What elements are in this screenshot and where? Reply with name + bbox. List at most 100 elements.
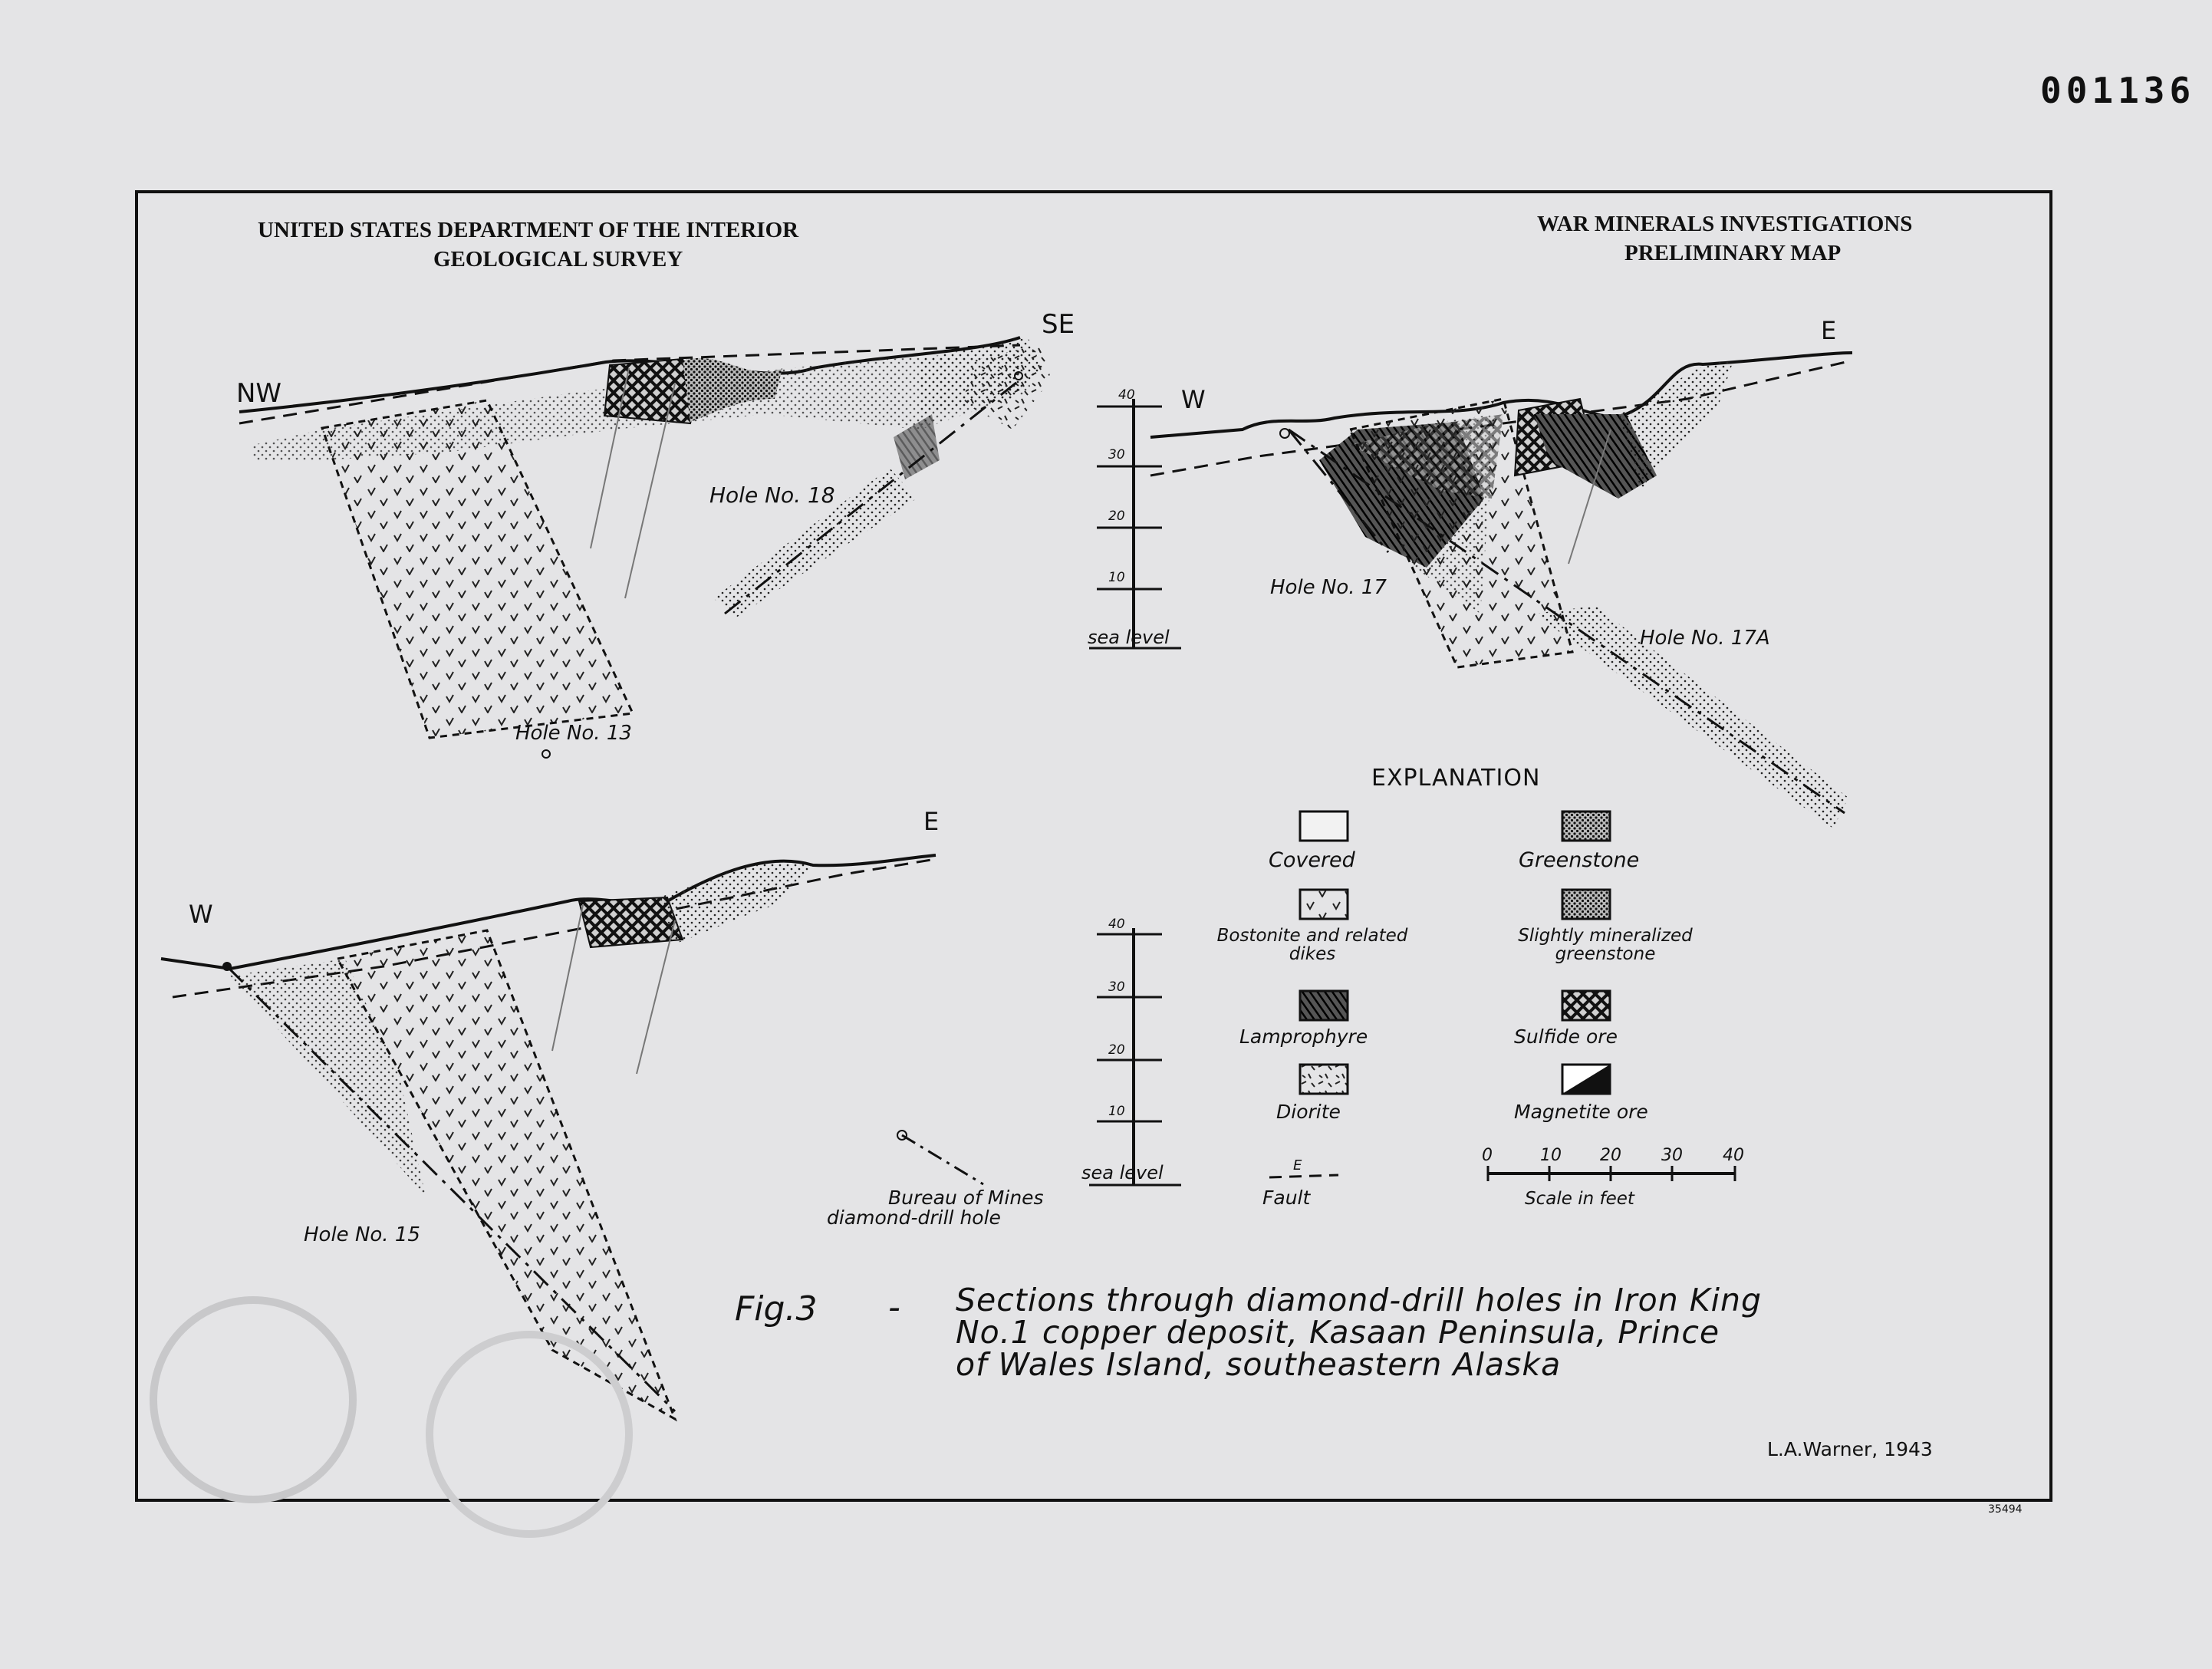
bostonite-dike — [321, 399, 635, 739]
drill-hole-18 — [724, 378, 1021, 615]
drill-collar — [1279, 428, 1290, 439]
direction-label: W — [189, 900, 213, 929]
hole-label: Hole No. 18 — [709, 482, 835, 508]
direction-label: E — [1821, 316, 1837, 345]
sulfide-ore-body — [603, 357, 696, 425]
scale-base-label: sea level — [1081, 1162, 1164, 1183]
caption-line-1: Sections through diamond-drill holes in … — [956, 1282, 1763, 1318]
hscale-tick: 30 — [1661, 1146, 1683, 1165]
direction-label: SE — [1042, 309, 1075, 340]
direction-label: W — [1181, 385, 1206, 414]
section-hole-15 — [160, 854, 936, 1422]
hole-label: Hole No. 15 — [304, 1223, 420, 1246]
mineralized-greenstone-swatch — [1561, 888, 1611, 920]
series-line-1: WAR MINERALS INVESTIGATIONS — [1537, 212, 1913, 236]
scale-tick-label: 20 — [1108, 1042, 1125, 1058]
legend-label-diorite: Diorite — [1276, 1101, 1341, 1123]
vertical-scale-lower — [1089, 928, 1181, 1187]
bedrock-surface — [239, 344, 1021, 425]
hole-label: Hole No. 17A — [1640, 627, 1770, 650]
greenstone-swatch — [1561, 810, 1611, 842]
faded-stamp — [150, 1296, 357, 1503]
agency-line-2: GEOLOGICAL SURVEY — [433, 247, 683, 272]
drill-hole-15 — [227, 966, 676, 1413]
legend-label-magnetite-ore: Magnetite ore — [1514, 1101, 1648, 1123]
map-border — [135, 190, 2052, 1502]
section-hole-17 — [1150, 351, 1853, 828]
lamprophyre-body — [894, 414, 940, 479]
fault-label: Fault — [1262, 1187, 1311, 1209]
legend-label-greenstone: Greenstone — [1519, 848, 1640, 872]
legend-label-mineralized-greenstone: Slightly mineralized greenstone — [1518, 926, 1693, 965]
direction-label: E — [923, 807, 940, 836]
scale-tick-label: 30 — [1108, 979, 1125, 995]
greenstone-body — [1618, 360, 1733, 491]
figure-label: Fig.3 — [735, 1289, 818, 1328]
greenstone-dike — [1534, 606, 1848, 828]
hscale-tick: 20 — [1600, 1146, 1621, 1165]
hole-label: Hole No. 13 — [515, 722, 632, 745]
agency-line-1: UNITED STATES DEPARTMENT OF THE INTERIOR — [258, 218, 799, 242]
drill-collar — [222, 962, 232, 971]
greenstone-dike — [713, 468, 917, 617]
diorite-swatch — [1299, 1063, 1349, 1095]
drill-hole-symbol — [901, 1134, 984, 1186]
greenstone-body — [230, 959, 426, 1197]
hscale-tick: 10 — [1540, 1146, 1562, 1165]
caption-line-2: No.1 copper deposit, Kasaan Peninsula, P… — [956, 1314, 1720, 1351]
legend-label-lamprophyre: Lamprophyre — [1239, 1025, 1368, 1048]
legend-label-sulfide-ore: Sulfide ore — [1514, 1025, 1618, 1048]
drill-hole-legend-line-2: diamond-drill hole — [827, 1206, 1001, 1229]
drill-hole-legend-line-1: Bureau of Mines — [888, 1187, 1044, 1209]
drill-hole-17 — [1287, 429, 1390, 553]
faded-stamp — [426, 1331, 633, 1538]
legend-label-covered: Covered — [1269, 848, 1355, 872]
horizontal-scale-bar — [1486, 1166, 1736, 1181]
hscale-tick: 0 — [1482, 1146, 1493, 1165]
contact-line — [590, 367, 630, 549]
hscale-label: Scale in feet — [1525, 1189, 1634, 1209]
drill-hole-symbol-collar — [897, 1130, 907, 1141]
caption-dash: - — [888, 1288, 900, 1327]
fault-symbol-letter: E — [1293, 1157, 1302, 1174]
scale-tick-label: 10 — [1108, 570, 1125, 585]
scale-tick-label: 10 — [1108, 1104, 1125, 1119]
author-credit: L.A.Warner, 1943 — [1767, 1438, 1933, 1460]
hole-label: Hole No. 17 — [1270, 576, 1387, 599]
scale-tick-label: 30 — [1108, 447, 1125, 463]
bostonite-dike — [335, 929, 677, 1422]
bedrock-surface — [1150, 359, 1853, 477]
hscale-tick: 40 — [1723, 1146, 1744, 1165]
scale-tick-label: 40 — [1108, 917, 1125, 932]
sulfide-ore-swatch — [1561, 989, 1611, 1022]
covered-swatch — [1299, 810, 1349, 842]
legend-title: EXPLANATION — [1371, 765, 1541, 792]
contact-line — [1568, 429, 1611, 565]
caption-line-3: of Wales Island, southeastern Alaska — [956, 1346, 1562, 1383]
bostonite-swatch — [1299, 888, 1349, 920]
document-number: 001136 — [2040, 70, 2196, 111]
greenstone-body — [660, 861, 813, 943]
mineralized-greenstone-body — [683, 357, 782, 422]
drill-collar — [541, 749, 551, 759]
scale-base-label: sea level — [1088, 627, 1170, 648]
drill-hole-17a — [1288, 428, 1845, 815]
fault-symbol-line — [1269, 1174, 1339, 1179]
ground-surface — [160, 854, 936, 971]
section-hole-18 — [239, 336, 1051, 759]
contact-line — [551, 904, 584, 1052]
direction-label: NW — [236, 378, 282, 409]
magnetite-ore-swatch-fill — [1562, 1065, 1610, 1094]
series-line-2: PRELIMINARY MAP — [1624, 241, 1842, 265]
legend-label-bostonite: Bostonite and related dikes — [1216, 926, 1408, 965]
contact-line — [636, 920, 676, 1075]
vertical-scale-upper — [1089, 399, 1181, 650]
lamprophyre-swatch — [1299, 989, 1349, 1022]
scale-tick-label: 40 — [1118, 387, 1135, 403]
drill-collar — [1014, 371, 1023, 380]
legend-swatches — [1299, 810, 1611, 1095]
scale-tick-label: 20 — [1108, 509, 1125, 524]
contact-line — [624, 383, 676, 599]
